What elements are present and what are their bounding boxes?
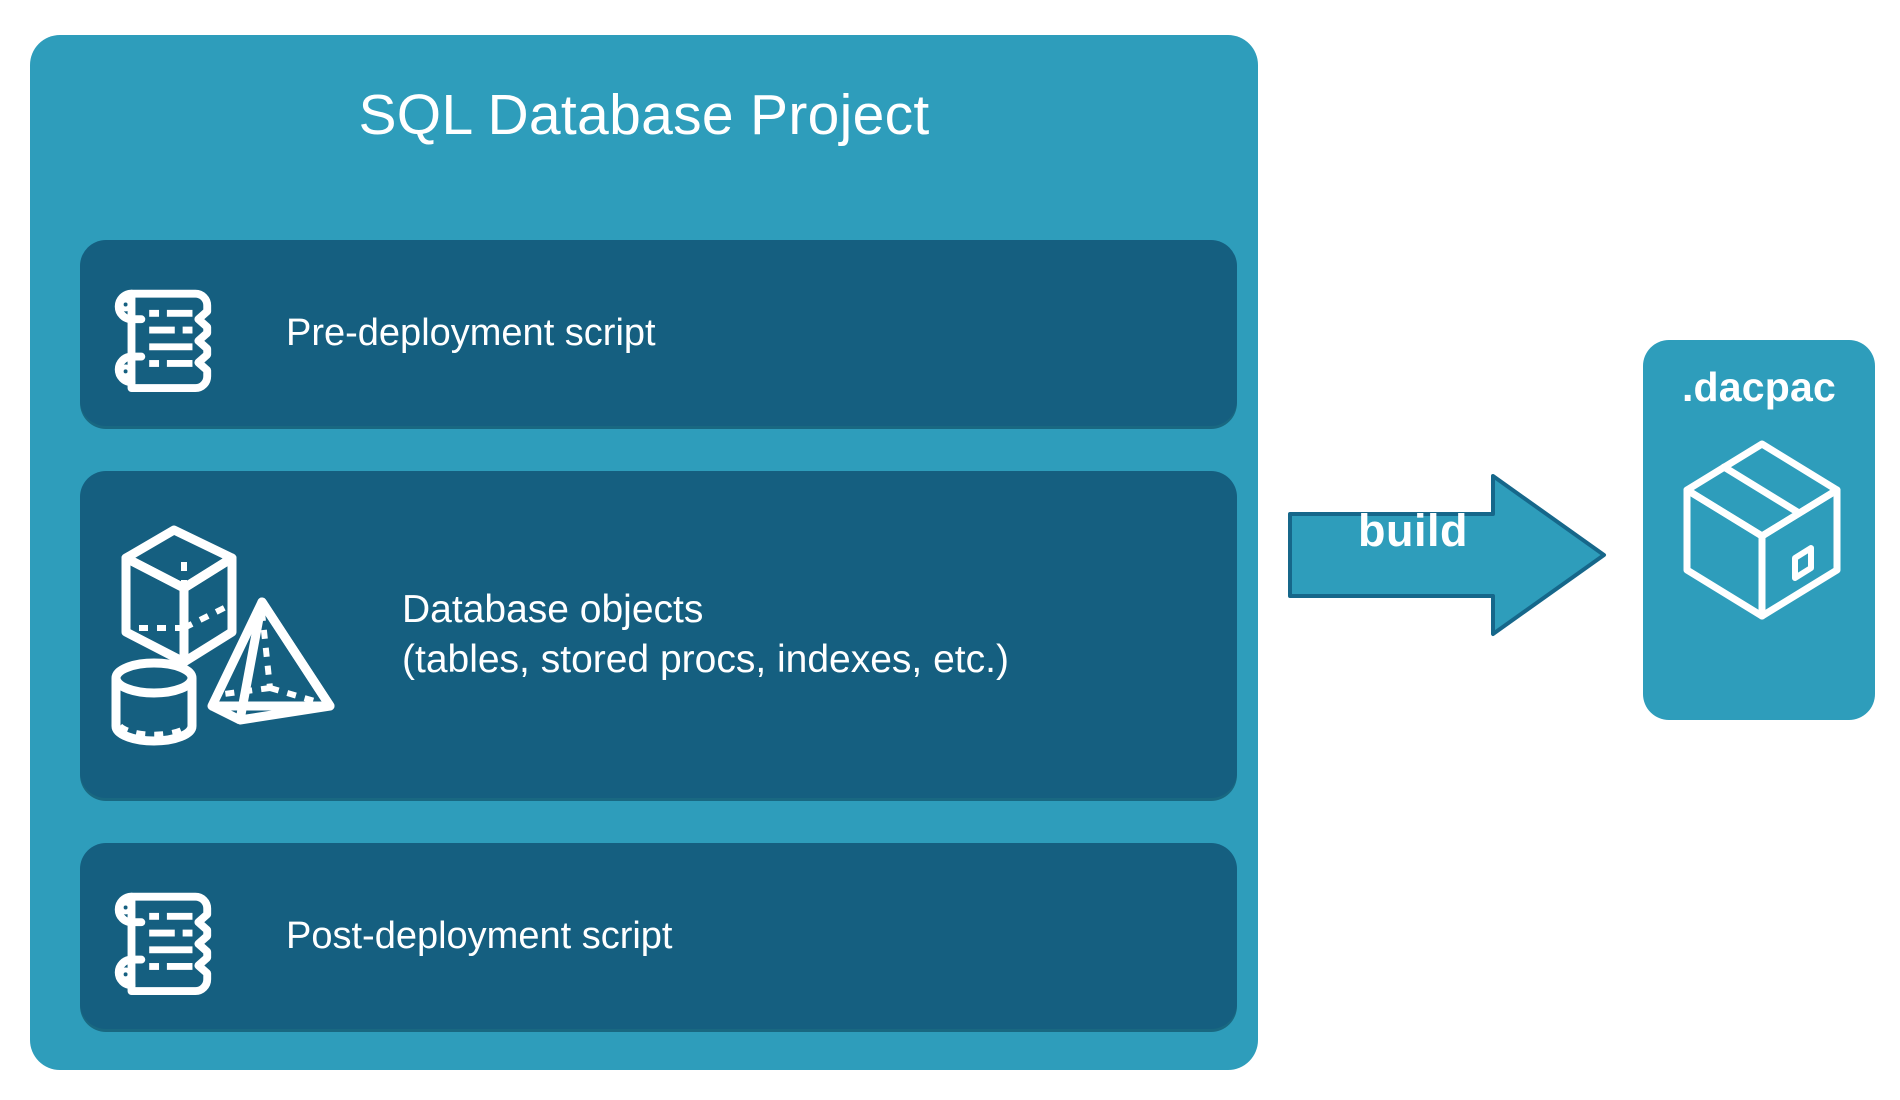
dacpac-card: .dacpac xyxy=(1643,340,1875,720)
project-title: SQL Database Project xyxy=(358,83,930,147)
package-box-icon xyxy=(1677,434,1847,624)
row-post-deployment[interactable]: Post-deployment script xyxy=(80,843,1237,1029)
pyramid-icon xyxy=(207,597,335,724)
sql-database-project-card: SQL Database Project xyxy=(30,35,1258,1070)
build-label: build xyxy=(1358,505,1468,556)
cylinder-icon xyxy=(111,658,197,745)
row-pre-deployment-label: Pre-deployment script xyxy=(286,311,656,354)
row-pre-deployment[interactable]: Pre-deployment script xyxy=(80,240,1237,426)
cube-icon xyxy=(121,525,237,666)
row-database-objects[interactable]: Database objects (tables, stored procs, … xyxy=(80,471,1237,798)
database-objects-icon-group xyxy=(102,510,352,760)
row-post-deployment-label: Post-deployment script xyxy=(286,914,673,957)
scroll-icon xyxy=(102,877,220,995)
dacpac-title: .dacpac xyxy=(1681,364,1837,410)
row-database-objects-label: Database objects (tables, stored procs, … xyxy=(402,587,1009,681)
scroll-icon xyxy=(102,274,220,392)
arrow-right-icon xyxy=(1288,470,1608,640)
